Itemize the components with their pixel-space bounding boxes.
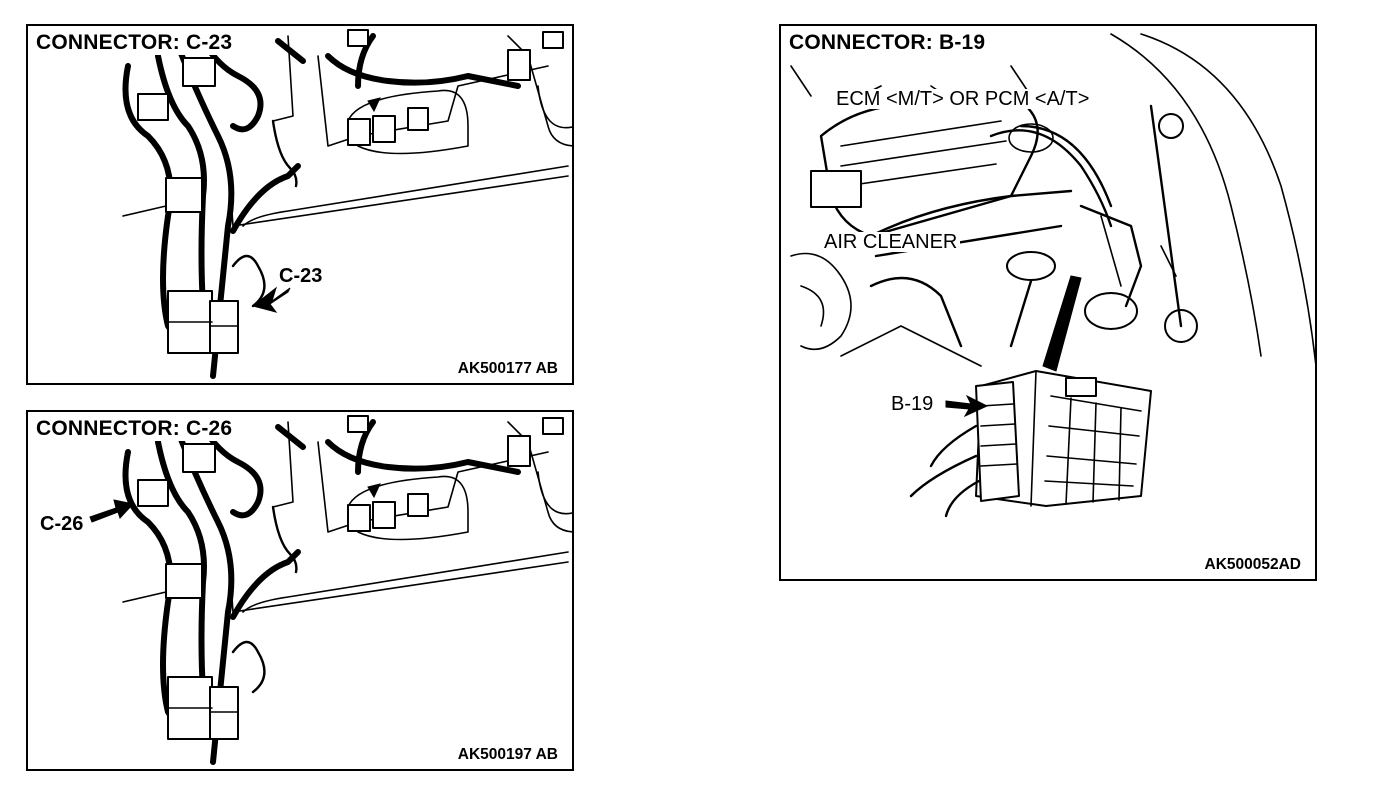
ecm-pcm-label: ECM <M/T> OR PCM <A/T>: [833, 89, 1093, 109]
c23-panel-title: CONNECTOR: C-23: [33, 31, 236, 55]
b19-panel-title: CONNECTOR: B-19: [786, 31, 989, 55]
c23-callout-label: C-23: [277, 265, 325, 287]
connector-c23-panel: CONNECTOR: C-23 C-23 AK500177 AB: [26, 24, 574, 385]
c23-figure-code: AK500177 AB: [455, 360, 560, 378]
c26-panel-title: CONNECTOR: C-26: [33, 417, 236, 441]
c23-wiring-illustration: [122, 29, 572, 379]
b19-figure-code: AK500052AD: [1202, 556, 1303, 574]
c26-callout-label: C-26: [38, 513, 86, 535]
air-cleaner-label: AIR CLEANER: [821, 232, 961, 252]
connector-c26-panel: CONNECTOR: C-26 C-26 AK500197 AB: [26, 410, 574, 771]
c26-wiring-illustration: [89, 415, 572, 765]
b19-engine-bay-illustration: [790, 33, 1315, 518]
c26-figure-code: AK500197 AB: [455, 746, 560, 764]
b19-callout-label: B-19: [888, 394, 937, 414]
connector-b19-panel: CONNECTOR: B-19 ECM <M/T> OR PCM <A/T> A…: [779, 24, 1317, 581]
